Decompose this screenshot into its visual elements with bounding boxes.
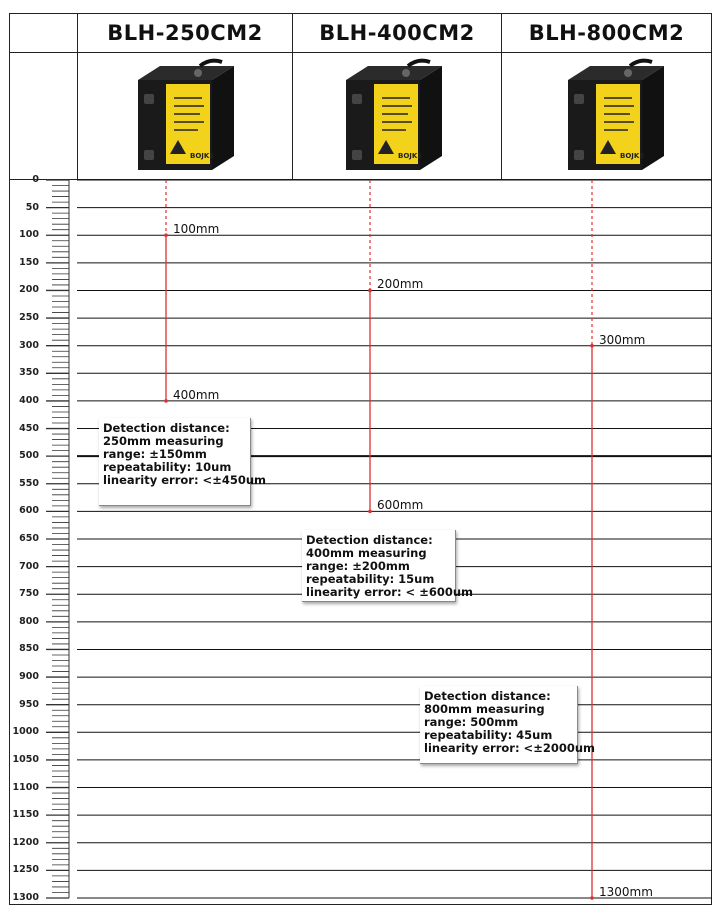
scale-label: 650 (19, 533, 39, 544)
scale-label: 850 (19, 643, 39, 655)
range-end-dot-3 (590, 896, 594, 900)
scale-label: 1100 (12, 781, 39, 793)
range-start-label-1: 100mm (173, 222, 220, 237)
model-name-1: BLH-250CM2 (107, 21, 263, 45)
spec-line: linearity error: < ±600um (306, 585, 474, 599)
scale-label: 200 (19, 284, 39, 296)
scale-label: 250 (19, 312, 39, 324)
brand-text: BOJKE (190, 152, 214, 160)
laser-sensor-icon: BOJKE (346, 58, 442, 170)
spec-line: 400mm measuring (306, 546, 427, 560)
range-start-label-2: 200mm (377, 277, 424, 292)
spec-callout-1: Detection distance: 250mm measuring rang… (99, 418, 267, 506)
scale-label: 1300 (12, 892, 39, 903)
spec-line: Detection distance: (103, 421, 230, 435)
spec-line: repeatability: 45um (424, 728, 553, 742)
scale-label: 950 (19, 698, 39, 710)
model-name-2: BLH-400CM2 (319, 21, 475, 45)
spec-line: 250mm measuring (103, 434, 224, 448)
scale-label: 400 (19, 394, 39, 406)
range-start-dot-2 (368, 288, 372, 293)
scale-label: 700 (19, 560, 39, 572)
model-name-3: BLH-800CM2 (528, 21, 685, 45)
spec-callout-3: Detection distance: 800mm measuring rang… (420, 686, 596, 764)
scale-label: 100 (19, 229, 39, 241)
scale-label: 800 (19, 615, 39, 627)
range-end-label-1: 400mm (173, 387, 220, 402)
scale-label: 500 (19, 450, 39, 462)
product-image-3: BOJKE (568, 58, 664, 170)
scale-label: 150 (19, 256, 39, 268)
scale-label: 300 (19, 339, 39, 351)
image-empty-cell (9, 52, 78, 180)
scale-label: 600 (19, 505, 39, 517)
spec-line: Detection distance: (424, 689, 551, 703)
range-end-dot-2 (368, 509, 372, 514)
scale-label: 900 (19, 671, 39, 683)
range-start-label-3: 300mm (599, 332, 646, 347)
laser-sensor-icon: BOJKE (568, 58, 664, 170)
spec-line: linearity error: <±2000um (424, 741, 596, 755)
scale-label: 1150 (12, 809, 39, 821)
spec-line: repeatability: 15um (306, 572, 435, 586)
scale-label: 750 (19, 588, 39, 600)
scale-label: 550 (19, 477, 39, 489)
scale-label: 450 (19, 422, 39, 434)
model-header-2: BLH-400CM2 (292, 13, 502, 53)
spec-line: linearity error: <±450um (103, 473, 267, 487)
range-start-dot-1 (164, 233, 168, 238)
spec-line: range: ±150mm (103, 447, 207, 461)
scale-label: 1200 (12, 836, 39, 848)
scale-label: 1250 (12, 864, 39, 876)
brand-text: BOJKE (620, 152, 644, 160)
spec-line: Detection distance: (306, 533, 433, 547)
product-image-2: BOJKE (346, 58, 442, 170)
range-end-label-2: 600mm (377, 498, 424, 513)
scale-label: 1050 (12, 753, 39, 765)
scale-label: 350 (19, 367, 39, 379)
scale-label: 50 (25, 201, 39, 213)
spec-callout-2: Detection distance: 400mm measuring rang… (302, 530, 474, 602)
laser-sensor-icon: BOJKE (138, 58, 234, 170)
range-start-dot-3 (590, 343, 594, 348)
spec-line: range: 500mm (424, 715, 519, 729)
model-header-1: BLH-250CM2 (77, 13, 293, 53)
range-end-dot-1 (164, 399, 168, 403)
scale-label: 0 (32, 174, 39, 185)
brand-text: BOJKE (398, 152, 422, 160)
product-image-1: BOJKE (138, 58, 234, 170)
range-end-label-3: 1300mm (599, 885, 653, 899)
spec-line: repeatability: 10um (103, 460, 232, 474)
spec-line: range: ±200mm (306, 559, 410, 573)
scale-label: 1000 (12, 726, 39, 738)
spec-line: 800mm measuring (424, 702, 545, 716)
